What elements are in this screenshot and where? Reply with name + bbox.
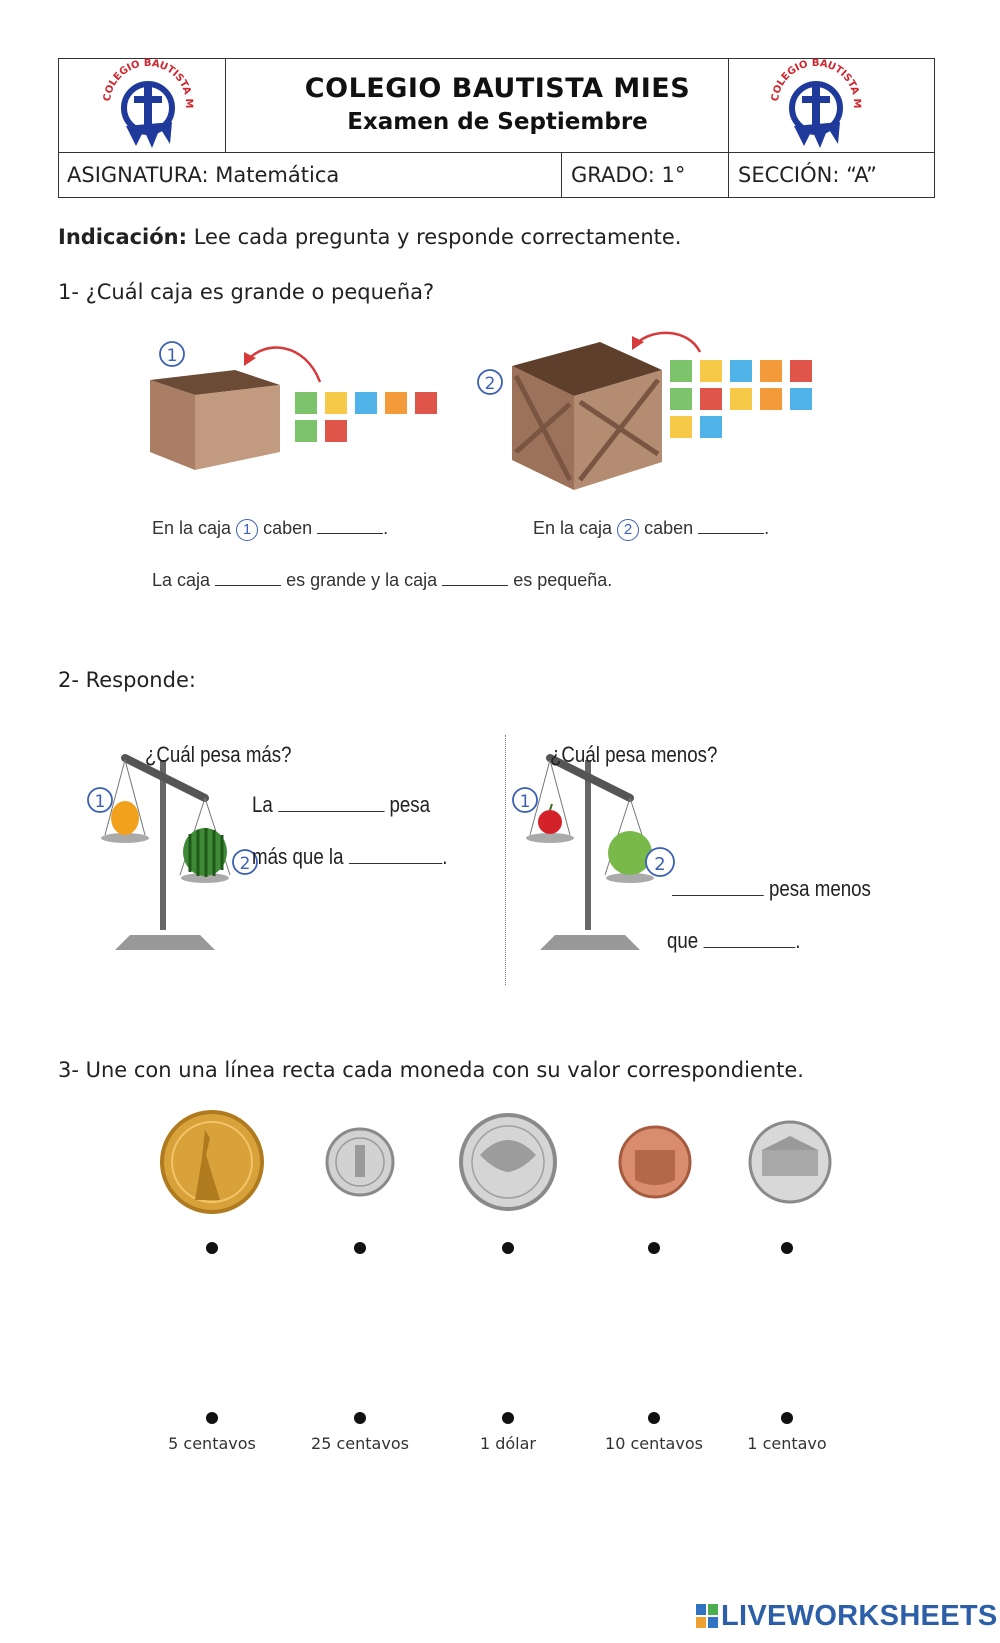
liveworksheets-logo: LIVEWORKSHEETS [696, 1600, 998, 1632]
divider [225, 59, 226, 152]
text: La [252, 792, 273, 817]
value-dot[interactable] [354, 1412, 366, 1424]
answer-blank[interactable] [442, 584, 509, 586]
question-3-title: 3- Une con una línea recta cada moneda c… [58, 1058, 804, 1082]
quarter-coin-icon [459, 1113, 557, 1211]
coin-dot[interactable] [354, 1242, 366, 1254]
boxes-illustration: 1 2 [150, 331, 812, 490]
lettuce-icon [608, 831, 652, 875]
value-label: 5 centavos [168, 1434, 256, 1453]
svg-text:1: 1 [95, 792, 106, 812]
text: pesa menos [769, 876, 871, 901]
school-logo-left: COLEGIO BAUTISTA MIES [100, 56, 194, 148]
value-dot[interactable] [781, 1412, 793, 1424]
answer-blank[interactable] [698, 532, 765, 534]
coin-dot[interactable] [502, 1242, 514, 1254]
dollar-coin-icon [160, 1110, 264, 1214]
divider [59, 152, 934, 153]
value-label: 1 dólar [479, 1434, 537, 1453]
instructions-label: Indicación: [58, 225, 188, 249]
subject-label: ASIGNATURA: Matemática [67, 163, 340, 187]
text: En la caja [533, 518, 613, 538]
header-table: COLEGIO BAUTISTA MIES Examen de Septiemb… [58, 58, 935, 198]
answer-blank[interactable] [703, 946, 796, 948]
column-divider [505, 735, 506, 985]
svg-text:2: 2 [240, 854, 251, 874]
cubes-box1 [295, 392, 437, 442]
question-1-title: 1- ¿Cuál caja es grande o pequeña? [58, 280, 435, 304]
left-line-1: La pesa [252, 792, 430, 818]
left-question: ¿Cuál pesa más? [145, 742, 292, 767]
brand-text: LIVEWORKSHEETS [721, 1599, 998, 1632]
box1-number: 1 [167, 346, 178, 366]
scale-left: 1 2 [87, 754, 258, 950]
text: La caja [152, 570, 211, 590]
right-question: ¿Cuál pesa menos? [550, 742, 718, 767]
value-label: 10 centavos [605, 1434, 703, 1453]
answer-blank[interactable] [317, 532, 384, 534]
exam-title: Examen de Septiembre [347, 109, 648, 135]
answer-blank[interactable] [672, 894, 764, 896]
text: más que la [252, 844, 344, 869]
scale-right: 1 2 [512, 754, 675, 950]
school-name: COLEGIO BAUTISTA MIES [304, 73, 691, 104]
orange-icon [111, 801, 139, 835]
apple-icon [538, 810, 562, 834]
coin-dot[interactable] [206, 1242, 218, 1254]
school-logo-right: COLEGIO BAUTISTA MIES [768, 56, 862, 148]
instructions-text: Lee cada pregunta y responde correctamen… [187, 225, 682, 249]
coin-dot[interactable] [781, 1242, 793, 1254]
nickel-coin-icon [748, 1120, 832, 1204]
value-dot[interactable] [502, 1412, 514, 1424]
compare-sentence: La caja es grande y la caja es pequeña. [152, 570, 612, 591]
value-dot[interactable] [206, 1412, 218, 1424]
grade-label: GRADO: 1° [571, 163, 686, 187]
svg-text:1: 1 [520, 792, 531, 812]
text: caben [263, 518, 313, 538]
box2-number: 2 [485, 374, 496, 394]
text: En la caja [152, 518, 232, 538]
answer-blank[interactable] [215, 584, 282, 586]
divider [561, 152, 562, 197]
text: que [667, 928, 699, 953]
question-2-title: 2- Responde: [58, 668, 196, 692]
value-label: 25 centavos [311, 1434, 409, 1453]
text: pesa [389, 792, 431, 817]
section-label: SECCIÓN: “A” [738, 163, 877, 187]
right-line-2: que . [667, 928, 801, 953]
cent-coin-icon [618, 1125, 692, 1199]
circle-number: 1 [236, 519, 259, 541]
coin-dot[interactable] [648, 1242, 660, 1254]
box2-sentence: En la caja 2 caben . [533, 518, 769, 541]
coins-row [160, 1110, 832, 1214]
value-dot[interactable] [648, 1412, 660, 1424]
value-label: 1 centavo [747, 1434, 827, 1453]
answer-blank[interactable] [278, 810, 385, 812]
box1-sentence: En la caja 1 caben . [152, 518, 388, 541]
svg-text:2: 2 [654, 854, 665, 875]
text: es pequeña. [513, 570, 613, 590]
liveworksheets-icon [696, 1604, 718, 1628]
left-line-2: más que la . [252, 844, 448, 869]
text: caben [644, 518, 694, 538]
divider [728, 59, 729, 197]
right-line-1: pesa menos [672, 876, 871, 902]
text: es grande y la caja [286, 570, 438, 590]
cubes-box2 [670, 360, 812, 438]
answer-blank[interactable] [348, 862, 443, 864]
dime-coin-icon [325, 1127, 395, 1197]
circle-number: 2 [617, 519, 640, 541]
instructions: Indicación: Lee cada pregunta y responde… [58, 225, 681, 249]
